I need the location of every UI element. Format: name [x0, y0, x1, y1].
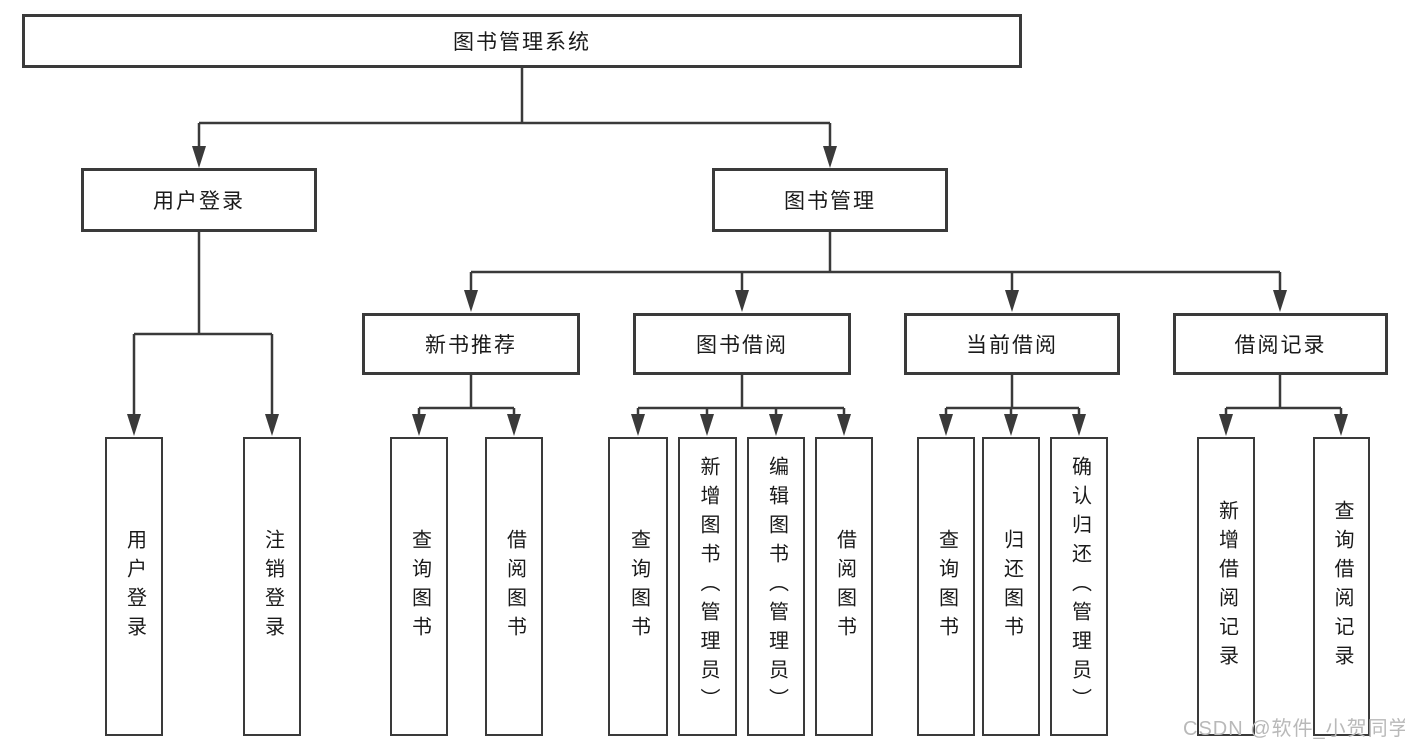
- leaf-edit-book-admin: 编辑图书（管理员）: [747, 437, 805, 736]
- node-borrowing-records-label: 借阅记录: [1234, 334, 1327, 357]
- node-user-login-label: 用户登录: [153, 190, 245, 213]
- node-borrowing-records: 借阅记录: [1173, 313, 1388, 375]
- leaf-add-book-admin: 新增图书（管理员）: [678, 437, 737, 736]
- connector-lines: [132, 68, 1343, 418]
- leaf-confirm-return-admin: 确认归还（管理员）: [1050, 437, 1108, 736]
- leaf-query-borrow-record-label: 查询借阅记录: [1331, 499, 1353, 674]
- node-book-borrowing: 图书借阅: [633, 313, 851, 375]
- leaf-borrow-books-label: 借阅图书: [833, 528, 856, 645]
- node-book-borrowing-label: 图书借阅: [696, 334, 788, 357]
- leaf-query-books-borrowing: 查询图书: [608, 437, 668, 736]
- leaf-query-books-current-label: 查询图书: [935, 528, 958, 645]
- leaf-logout-login: 注销登录: [243, 437, 301, 736]
- node-new-book-recommendation: 新书推荐: [362, 313, 580, 375]
- leaf-query-books-recommend: 查询图书: [390, 437, 448, 736]
- leaf-user-login-label: 用户登录: [123, 528, 146, 645]
- leaf-query-books-borrowing-label: 查询图书: [627, 528, 650, 645]
- node-book-management: 图书管理: [712, 168, 948, 232]
- leaf-query-books-current: 查询图书: [917, 437, 975, 736]
- leaf-borrow-books-recommend: 借阅图书: [485, 437, 543, 736]
- leaf-query-borrow-record: 查询借阅记录: [1313, 437, 1370, 736]
- node-current-borrowing-label: 当前借阅: [966, 334, 1058, 357]
- leaf-logout-login-label: 注销登录: [261, 528, 284, 645]
- node-library-management-system: 图书管理系统: [22, 14, 1022, 68]
- leaf-borrow-books-recommend-label: 借阅图书: [503, 528, 526, 645]
- leaf-user-login: 用户登录: [105, 437, 163, 736]
- csdn-watermark: CSDN @软件_小贺同学: [1183, 718, 1405, 740]
- node-book-management-label: 图书管理: [784, 190, 876, 213]
- node-user-login: 用户登录: [81, 168, 317, 232]
- leaf-add-borrow-record: 新增借阅记录: [1197, 437, 1255, 736]
- node-current-borrowing: 当前借阅: [904, 313, 1120, 375]
- leaf-add-borrow-record-label: 新增借阅记录: [1215, 499, 1238, 674]
- leaf-query-books-recommend-label: 查询图书: [408, 528, 431, 645]
- leaf-return-books: 归还图书: [982, 437, 1040, 736]
- leaf-add-book-admin-label: 新增图书（管理员）: [697, 456, 719, 717]
- arrowheads: [127, 146, 1348, 436]
- leaf-borrow-books: 借阅图书: [815, 437, 873, 736]
- leaf-confirm-return-admin-label: 确认归还（管理员）: [1068, 456, 1091, 717]
- node-library-management-system-label: 图书管理系统: [453, 31, 591, 54]
- node-new-book-recommendation-label: 新书推荐: [425, 334, 517, 357]
- leaf-return-books-label: 归还图书: [1000, 528, 1023, 645]
- leaf-edit-book-admin-label: 编辑图书（管理员）: [765, 456, 788, 717]
